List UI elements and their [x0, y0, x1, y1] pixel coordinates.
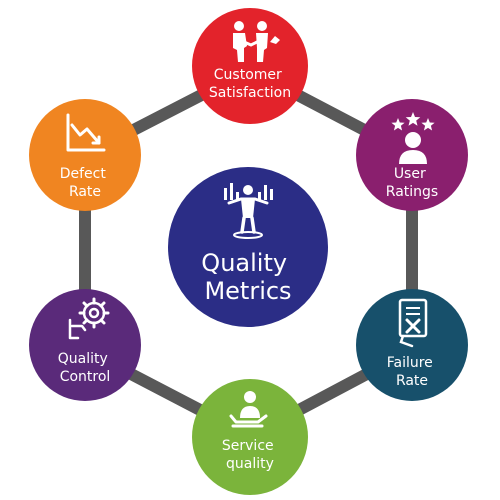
node-label-line: Customer — [214, 67, 282, 83]
node-label-line: Rate — [69, 184, 101, 200]
node-user-ratings: User Ratings — [356, 99, 468, 211]
node-label-line: Service — [222, 438, 274, 454]
center-label-line: Metrics — [204, 277, 291, 305]
node-customer-satisfaction: Customer Satisfaction — [192, 8, 308, 124]
center-label-line: Quality — [201, 249, 287, 277]
node-failure-rate: Failure Rate — [356, 289, 468, 401]
node-label-line: Satisfaction — [209, 85, 291, 101]
user-stars-icon — [391, 112, 435, 164]
node-label-line: Control — [60, 369, 111, 385]
node-circle — [192, 379, 308, 495]
node-label: Defect Rate — [60, 166, 111, 200]
center-circle — [168, 167, 328, 327]
node-label-line: Rate — [396, 373, 428, 389]
node-circle — [29, 289, 141, 401]
center-label: Quality Metrics — [201, 249, 294, 305]
handshake-icon — [233, 21, 280, 62]
node-label-line: Failure — [387, 355, 433, 371]
node-label-line: User — [394, 166, 426, 182]
hand-serving-person-icon — [229, 391, 268, 428]
declining-chart-icon — [66, 113, 106, 152]
node-label-line: Quality — [58, 351, 108, 367]
node-circle — [192, 8, 308, 124]
node-circle — [29, 99, 141, 211]
hand-gear-icon — [68, 297, 110, 340]
failed-document-icon — [398, 298, 428, 348]
node-label: Quality Control — [58, 351, 112, 385]
node-label: User Ratings — [386, 166, 438, 200]
node-label-line: Ratings — [386, 184, 438, 200]
node-defect-rate: Defect Rate — [29, 99, 141, 211]
node-label: Customer Satisfaction — [209, 67, 291, 101]
node-label: Service quality — [222, 438, 278, 472]
center-node: Quality Metrics — [168, 167, 328, 327]
node-label-line: quality — [226, 456, 274, 472]
node-service-quality: Service quality — [192, 379, 308, 495]
node-label-line: Defect — [60, 166, 107, 182]
node-label: Failure Rate — [387, 355, 438, 389]
person-balancing-metrics-icon — [224, 183, 273, 239]
node-quality-control: Quality Control — [29, 289, 141, 401]
